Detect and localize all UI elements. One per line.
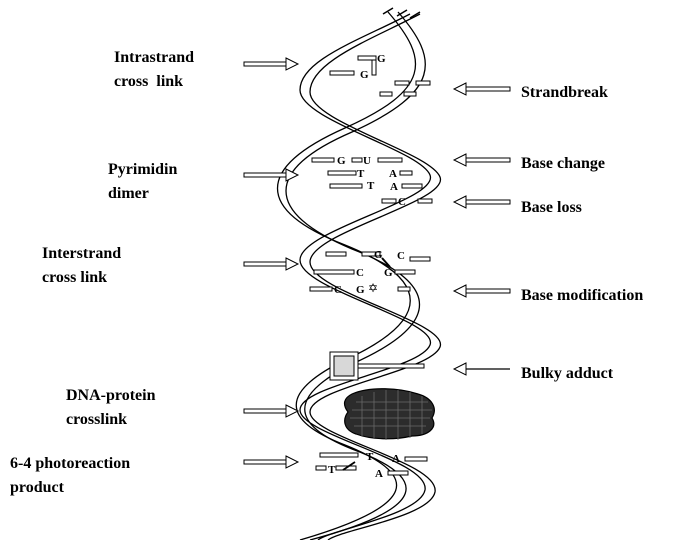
label-6-4-photoreaction-product: 6-4 photoreaction product bbox=[10, 452, 130, 500]
base-dimer-g: G bbox=[337, 155, 346, 167]
label-intrastrand-cross-link: Intrastrand cross link bbox=[114, 46, 194, 94]
bulky-adduct bbox=[330, 352, 424, 380]
strand-end-1 bbox=[383, 8, 393, 14]
base-dimer-t1: T bbox=[357, 168, 365, 180]
label-pyrimidin-line2: dimer bbox=[108, 182, 177, 206]
label-base-loss: Base loss bbox=[521, 196, 582, 220]
base-photo-t2: T bbox=[328, 464, 336, 476]
arrow-dna-protein bbox=[244, 405, 298, 417]
label-photoreaction-line2: product bbox=[10, 476, 130, 500]
label-dna-protein-crosslink: DNA-protein crosslink bbox=[66, 384, 155, 432]
label-pyrimidin-dimer: Pyrimidin dimer bbox=[108, 158, 177, 206]
base-inter-c2: C bbox=[356, 267, 364, 279]
label-base-change: Base change bbox=[521, 152, 605, 176]
protein-blob bbox=[345, 389, 435, 440]
base-photo-a1: A bbox=[392, 453, 400, 465]
base-photo-t1: T bbox=[366, 451, 374, 463]
arrow-interstrand bbox=[244, 258, 298, 270]
base-photo-a2: A bbox=[375, 468, 383, 480]
label-pyrimidin-line1: Pyrimidin bbox=[108, 158, 177, 182]
base-inter-c3: C bbox=[334, 284, 342, 296]
svg-text:✡: ✡ bbox=[368, 281, 378, 295]
arrow-intrastrand bbox=[244, 58, 298, 70]
base-dimer-t2: T bbox=[367, 180, 375, 192]
label-dna-protein-line1: DNA-protein bbox=[66, 384, 155, 408]
arrow-base-modification bbox=[454, 285, 510, 297]
arrow-base-loss bbox=[454, 196, 510, 208]
base-dimer-u: U bbox=[363, 155, 371, 167]
label-bulky-adduct: Bulky adduct bbox=[521, 362, 613, 386]
arrow-pyrimidin bbox=[244, 169, 298, 181]
interstrand-rungs: ✡ bbox=[310, 252, 430, 295]
base-inter-g1: G bbox=[374, 249, 383, 261]
label-strandbreak: Strandbreak bbox=[521, 81, 608, 105]
label-base-modification: Base modification bbox=[521, 284, 643, 308]
right-arrows bbox=[454, 83, 510, 375]
base-intrastrand-top: G bbox=[377, 53, 386, 65]
label-interstrand-cross-link: Interstrand cross link bbox=[42, 242, 121, 290]
label-photoreaction-line1: 6-4 photoreaction bbox=[10, 452, 130, 476]
base-dimer-a1: A bbox=[389, 168, 397, 180]
base-loss-c: C bbox=[398, 196, 406, 208]
arrow-strandbreak bbox=[454, 83, 510, 95]
intrastrand-rungs bbox=[330, 56, 376, 75]
left-arrows bbox=[244, 58, 298, 468]
base-inter-c1: C bbox=[397, 250, 405, 262]
arrow-base-change bbox=[454, 154, 510, 166]
base-dimer-a2: A bbox=[390, 181, 398, 193]
label-intrastrand-line1: Intrastrand bbox=[114, 46, 194, 70]
base-inter-g3: G bbox=[356, 284, 365, 296]
arrow-photoreaction bbox=[244, 456, 298, 468]
label-interstrand-line2: cross link bbox=[42, 266, 121, 290]
base-inter-g2: G bbox=[384, 267, 393, 279]
label-interstrand-line1: Interstrand bbox=[42, 242, 121, 266]
base-intrastrand-bottom: G bbox=[360, 69, 369, 81]
arrow-bulky-adduct bbox=[454, 363, 510, 375]
label-intrastrand-line2: cross link bbox=[114, 70, 194, 94]
label-dna-protein-line2: crosslink bbox=[66, 408, 155, 432]
